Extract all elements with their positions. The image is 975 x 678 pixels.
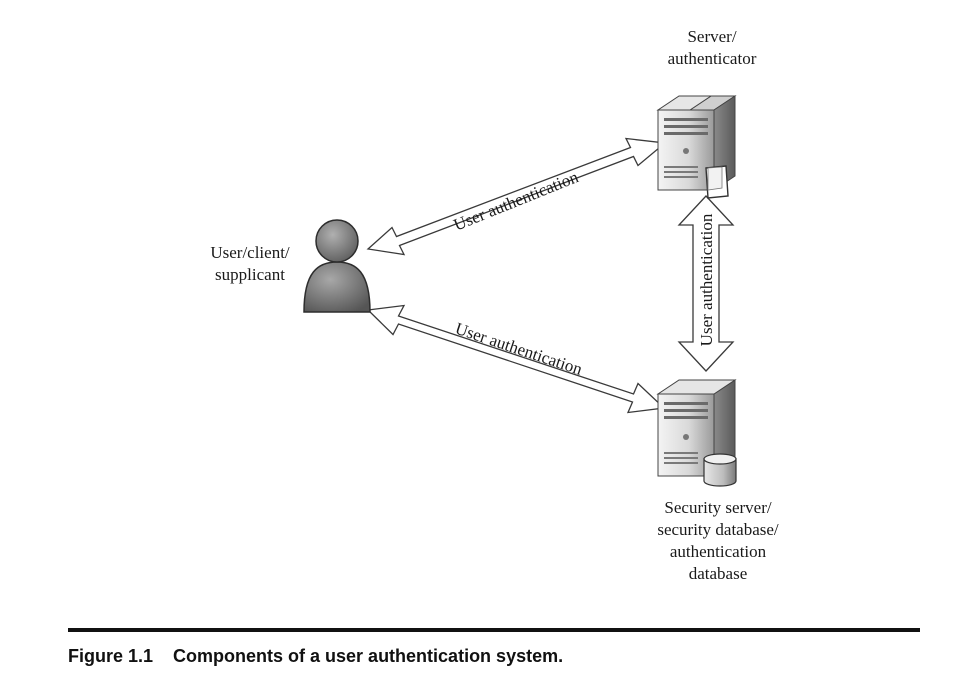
arrow-server-security (677, 195, 735, 372)
figure-caption: Figure 1.1 Components of a user authentic… (68, 646, 563, 667)
figure-caption-text: Components of a user authentication syst… (173, 646, 564, 666)
database-icon (703, 453, 737, 487)
figure-number: Figure 1.1 (68, 646, 154, 666)
caption-divider (68, 628, 920, 632)
arrow-label-server-security: User authentication (697, 213, 716, 346)
user-icon (303, 219, 371, 313)
server-authenticator-label: Server/ authenticator (667, 27, 757, 68)
security-server-icon (656, 379, 737, 477)
arrow-label-user-server: User authentication (451, 167, 582, 234)
security-server-label: Security server/ security database/ auth… (657, 498, 779, 583)
user-client-label: User/client/ supplicant (210, 243, 290, 284)
arrow-user-security (366, 304, 666, 414)
server-icon (656, 95, 737, 199)
